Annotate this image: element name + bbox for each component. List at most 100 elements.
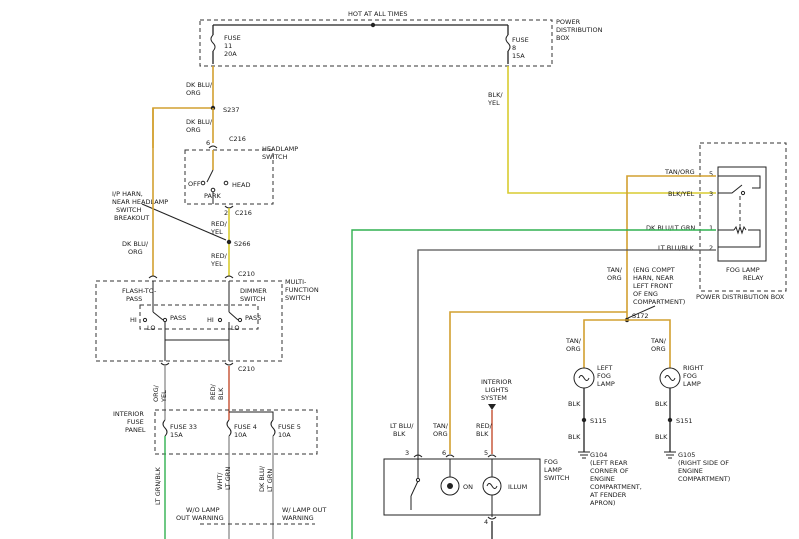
splice-s266	[226, 239, 232, 245]
eng-compt-note: (ENG COMPT HARN, NEAR LEFT FRONT OF ENG …	[633, 266, 685, 306]
wire-tan-org-relay	[626, 175, 716, 320]
fog-lamp-relay-box	[717, 166, 767, 262]
wire-label-redblk-sw: RED/ BLK	[476, 422, 494, 438]
relay-pin-1: 1	[709, 224, 713, 232]
pin-6-headlamp: 6	[206, 139, 210, 147]
wire-label-blkyel-vert: BLK/ YEL	[487, 91, 505, 107]
fog-lamp-relay-label: FOG LAMP RELAY	[726, 266, 763, 282]
interior-fuse-panel-box	[154, 409, 318, 455]
switch-linkage-box	[139, 304, 259, 330]
fog-switch-pin-6: 6	[442, 449, 446, 457]
hot-at-all-times-label: HOT AT ALL TIMES	[348, 10, 408, 18]
wire-label-ltgrnblk: LT GRN/BLK	[154, 467, 162, 505]
interior-fuse-panel-label: INTERIOR FUSE PANEL	[113, 410, 146, 434]
splice-s151	[667, 417, 673, 423]
wire-label-tanorg-right: TAN/ ORG	[650, 337, 668, 353]
dimmer-contact	[228, 311, 239, 321]
wire-label-blk-r1: BLK	[655, 400, 668, 408]
fuse-5-symbol	[270, 419, 276, 437]
wire-label-tanorg-left: TAN/ ORG	[565, 337, 583, 353]
wire-label-redyel-1: RED/ YEL	[210, 220, 229, 236]
wire-label-redblk: RED/ BLK	[209, 382, 225, 400]
pass-label-1: PASS	[170, 314, 186, 322]
wire-blk-yel	[507, 66, 716, 194]
hi-label-1: HI	[130, 316, 137, 324]
relay-coil	[733, 225, 747, 235]
ground-g105-label: G105 (RIGHT SIDE OF ENGINE COMPARTMENT)	[678, 451, 731, 483]
pdb-right-label: POWER DISTRIBUTION BOX	[696, 293, 785, 301]
wire-lt-blu-blk	[417, 249, 716, 460]
relay-wire-dkblultgrn: DK BLU/LT GRN	[646, 224, 695, 232]
splice-s237-label: S237	[223, 106, 240, 114]
splice-s115	[581, 417, 587, 423]
wo-lamp-out-warning-label: W/O LAMP OUT WARNING	[176, 506, 224, 522]
pin-2-headlamp: 2	[224, 209, 228, 217]
fog-switch-contact	[410, 480, 419, 497]
wire-tan-org-right-fog	[627, 319, 671, 368]
wire-label-dkbluorg-3: DK BLU/ ORG	[122, 240, 150, 256]
wire-label-redyel-2: RED/ YEL	[210, 252, 229, 268]
ground-g104-symbol	[578, 451, 590, 459]
multi-function-label: MULTI- FUNCTION SWITCH	[285, 278, 321, 302]
fuse-8-label: FUSE 8 15A	[512, 36, 531, 60]
splice-s266-label: S266	[234, 240, 251, 248]
connector-c210-bottom: C210	[238, 365, 255, 373]
wire-label-whtltgrn: WHT/ LT GRN	[216, 467, 232, 490]
switch-pos-off: OFF	[188, 180, 201, 188]
ground-g105-symbol	[664, 451, 676, 459]
interior-lights-arrow	[488, 404, 496, 410]
flash-to-pass-contact	[152, 311, 164, 321]
fuse-5-label: FUSE 5 10A	[278, 423, 303, 439]
relay-wire-blkyel: BLK/YEL	[668, 190, 695, 198]
lo-label-2: LO	[231, 324, 240, 332]
relay-wire-ltbluvlk: LT BLU/BLK	[658, 244, 695, 252]
headlamp-switch-contact	[206, 169, 214, 183]
fog-lamp-switch-box	[383, 458, 541, 516]
fog-switch-pin-5: 5	[484, 449, 488, 457]
lo-label-1: LO	[147, 324, 156, 332]
fuse-11-label: FUSE 11 20A	[224, 34, 243, 58]
connector-c216-bottom: C216	[235, 209, 252, 217]
pass-label-2: PASS	[245, 314, 261, 322]
right-fog-lamp-label: RIGHT FOG LAMP	[683, 364, 705, 388]
fuse-4-label: FUSE 4 10A	[234, 423, 259, 439]
wire-label-dkbluvltgrn: DK BLU/ LT GRN	[258, 464, 274, 492]
wire-label-blk-l1: BLK	[568, 400, 581, 408]
relay-pin-3: 3	[709, 190, 713, 198]
hot-bus-node	[370, 22, 376, 28]
wire-label-tanorg-sw: TAN/ ORG	[432, 422, 450, 438]
fog-switch-illum-label: ILLUM	[508, 483, 527, 491]
fuse-11-symbol	[210, 34, 216, 52]
pdb-label: POWER DISTRIBUTION BOX	[556, 18, 605, 42]
fuse-33-symbol	[162, 419, 168, 437]
wire-dkblu-org-feed	[152, 66, 214, 148]
power-distribution-box-top	[199, 19, 553, 67]
wire-label-dkbluorg-2: DK BLU/ ORG	[186, 118, 214, 134]
w-lamp-out-warning-label: W/ LAMP OUT WARNING	[282, 506, 328, 522]
fuse-4-symbol	[226, 419, 232, 437]
switch-pos-park: PARK	[204, 192, 221, 200]
switch-pos-head: HEAD	[232, 181, 250, 189]
connector-c210-top: C210	[238, 270, 255, 278]
splice-s115-label: S115	[590, 417, 607, 425]
fog-switch-on-label: ON	[463, 483, 473, 491]
wire-dk-blu-lt-grn-relay	[351, 229, 716, 539]
headlamp-switch-label: HEADLAMP SWITCH	[262, 145, 300, 161]
headlamp-switch-box	[184, 149, 274, 205]
fuse-8-symbol	[505, 34, 511, 52]
splice-s151-label: S151	[676, 417, 693, 425]
power-distribution-box-right	[699, 142, 787, 292]
ip-harn-note: I/P HARN, NEAR HEADLAMP SWITCH BREAKOUT	[112, 190, 170, 222]
relay-wire-tanorg: TAN/ORG	[664, 168, 695, 176]
fog-switch-pin-3: 3	[405, 449, 409, 457]
multi-function-switch-box	[95, 280, 283, 362]
interior-lights-label: INTERIOR LIGHTS SYSTEM	[481, 378, 514, 402]
wire-label-tanorg-mid: TAN/ ORG	[606, 266, 624, 282]
ip-harn-leader	[141, 203, 227, 241]
wire-label-ltbluvlk-sw: LT BLU/ BLK	[390, 422, 416, 438]
wire-label-dkbluorg-1: DK BLU/ ORG	[186, 81, 214, 97]
fuse-33-label: FUSE 33 15A	[170, 423, 199, 439]
left-fog-lamp-label: LEFT FOG LAMP	[597, 364, 615, 388]
wire-label-blk-l2: BLK	[568, 433, 581, 441]
